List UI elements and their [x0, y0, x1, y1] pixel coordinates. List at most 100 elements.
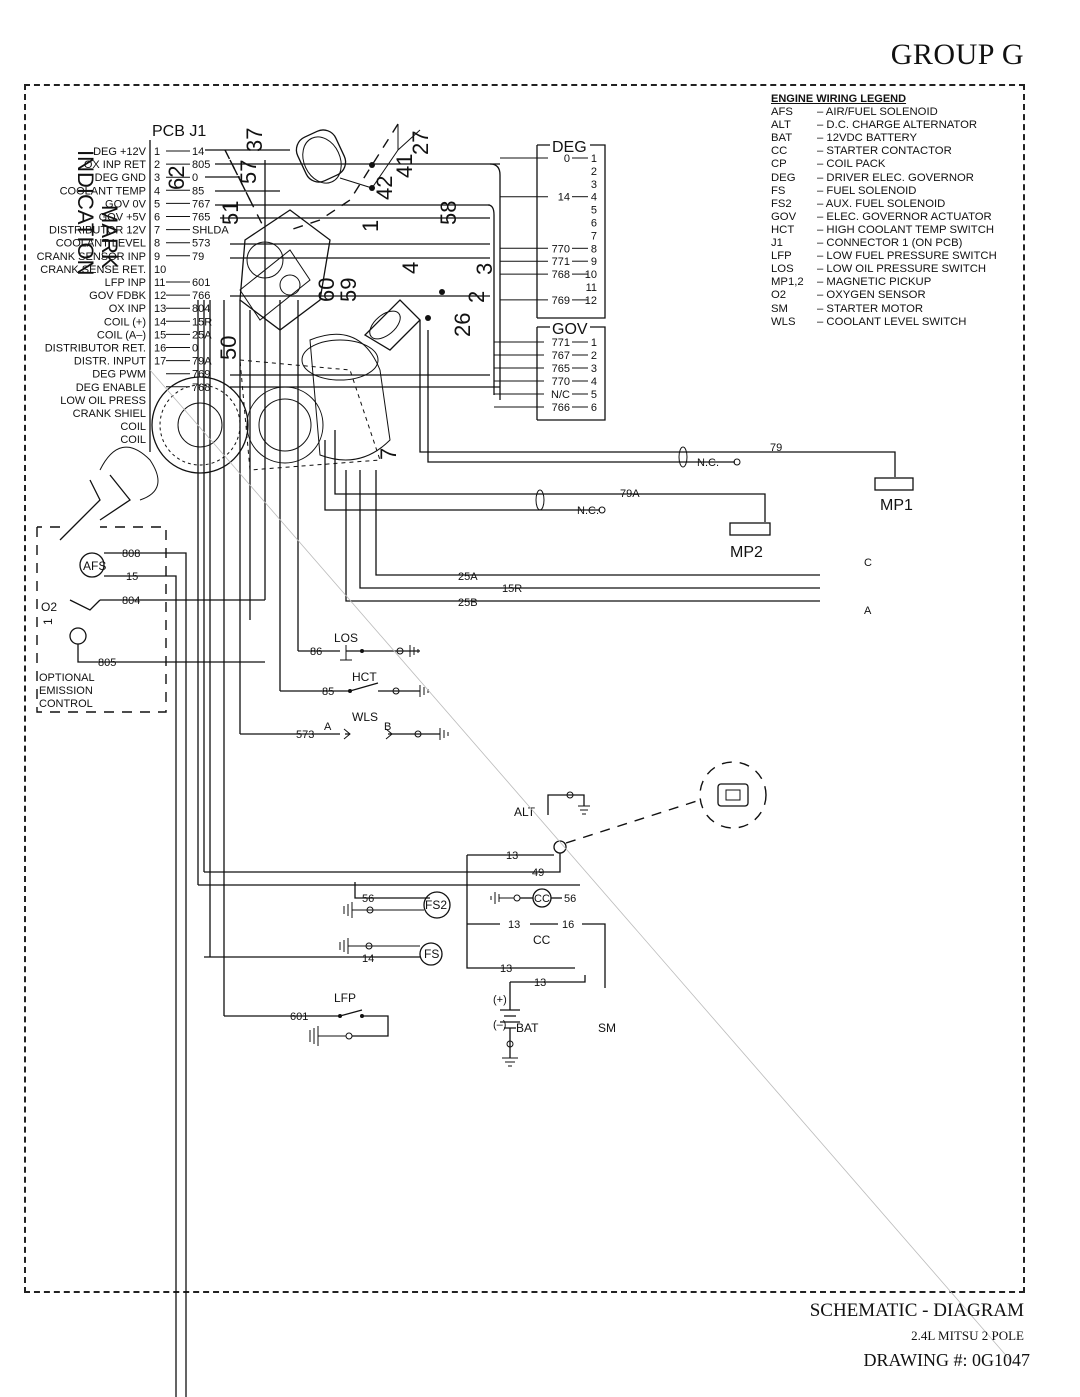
diagram-frame [24, 84, 1025, 1293]
pcb-pin-name: CRANK SHIEL [73, 408, 146, 420]
wire-805: 805 [98, 657, 116, 669]
wire-15: 15 [126, 571, 138, 583]
group-title: GROUP G [890, 38, 1024, 71]
gov-pin-number: 2 [591, 350, 597, 362]
wire-56-fs2: 56 [362, 893, 374, 905]
pcb-pin-name: GOV +5V [99, 212, 147, 224]
mp1-nc: N.C. [697, 457, 719, 469]
power-section: ALT 13 49 56 FS2 CC 56 13 16 CC FS 1 [198, 761, 767, 1067]
component-2: 2 [464, 291, 489, 303]
pcb-pin-number: 4 [154, 185, 160, 197]
pcb-pin-number: 17 [154, 356, 166, 368]
gov-pin-wire: 765 [552, 363, 570, 375]
legend-entry: O2– OXYGEN SENSOR [771, 289, 997, 302]
lfp-label: LFP [334, 991, 356, 1005]
deg-pin-number: 5 [591, 205, 597, 217]
wire-808: 808 [122, 548, 140, 560]
pcb-pin-wire-label: 85 [192, 185, 204, 197]
pcb-pin-number: 6 [154, 212, 160, 224]
legend-entry: J1– CONNECTOR 1 (ON PCB) [771, 237, 997, 250]
gov-pin-number: 5 [591, 389, 597, 401]
pcb-pin-name: DISTR. INPUT [74, 356, 146, 368]
pcb-pin-wire-label: 79A [192, 356, 212, 368]
component-59: 59 [336, 278, 361, 302]
pcb-pin-name: COIL (+) [104, 316, 146, 328]
emission-control: AFS O2 1 808 15 804 805 OPTIONAL EMISSIO… [36, 479, 265, 1397]
engine-illustration [99, 129, 421, 521]
component-26: 26 [450, 313, 475, 337]
legend-title: ENGINE WIRING LEGEND [771, 93, 907, 105]
pcb-pin-name: CRANK SENSOR INP [37, 251, 146, 263]
wire-13-sm: 13 [500, 963, 512, 975]
component-3: 3 [472, 263, 497, 275]
mp1-label: MP1 [880, 497, 913, 514]
legend-entry: SM– STARTER MOTOR [771, 303, 997, 316]
pcb-pin-name: DEG GND [95, 172, 146, 184]
sm-label: SM [598, 1021, 616, 1035]
bat-label: BAT [516, 1021, 539, 1035]
legend-description: – AIR/FUEL SOLENOID [817, 106, 938, 119]
legend-entry: HCT– HIGH COOLANT TEMP SWITCH [771, 224, 997, 237]
pcb-pin-number: 13 [154, 303, 166, 315]
mark-label: MARK [97, 205, 122, 269]
pcb-pin-number: 7 [154, 225, 160, 237]
legend-code: LFP [771, 250, 792, 263]
component-37: 37 [242, 128, 267, 152]
legend-description: – COOLANT LEVEL SWITCH [817, 315, 967, 328]
legend-code: HCT [771, 223, 795, 236]
legend-description: – COIL PACK [817, 158, 886, 171]
legend-description: – FUEL SOLENOID [817, 184, 917, 197]
pcb-pin-wire-label: 0 [192, 172, 198, 184]
legend-description: – OXYGEN SENSOR [817, 289, 926, 302]
gov-pin-number: 3 [591, 363, 597, 375]
deg-pin-number: 3 [591, 179, 597, 191]
legend-entry: CP– COIL PACK [771, 158, 997, 171]
pcb-pin-wire-label: 601 [192, 277, 210, 289]
wls-pin-b: B [384, 721, 391, 733]
pcb-pin-name: LOW OIL PRESS [60, 395, 146, 407]
alt-label: ALT [514, 805, 536, 819]
mp2-label: MP2 [730, 544, 763, 561]
legend-description: – 12VDC BATTERY [817, 132, 918, 145]
legend-code: GOV [771, 210, 797, 223]
pcb-pin-number: 14 [154, 316, 166, 328]
pcb-pin-name: COIL [120, 434, 146, 446]
footer-subtitle: 2.4L MITSU 2 POLE [911, 1328, 1024, 1343]
legend-entry: BAT– 12VDC BATTERY [771, 132, 997, 145]
wire-573: 573 [296, 729, 314, 741]
component-62: 62 [164, 166, 189, 190]
pcb-pin-name: GOV FDBK [89, 290, 147, 302]
legend-code: LOS [771, 263, 794, 276]
pcb-pin-name: COOLANT TEMP [60, 185, 146, 197]
pcb-pin-wire-label: 14 [192, 146, 204, 158]
pcb-pin-number: 16 [154, 343, 166, 355]
coil-terminal-a: A [864, 605, 872, 617]
legend-description: – ELEC. GOVERNOR ACTUATOR [817, 210, 992, 223]
legend-description: – STARTER CONTACTOR [817, 145, 952, 158]
legend-entry: WLS – COOLANT LEVEL SWITCH [771, 316, 997, 329]
deg-pin-number: 8 [591, 243, 597, 255]
component-60: 60 [314, 278, 339, 302]
pcb-pin-number: 5 [154, 198, 160, 210]
fs-label: FS [424, 947, 439, 961]
pcb-pin-name: LFP INP [105, 277, 146, 289]
sensor-switches: LOS 86 HCT 85 WLS 573 A B [240, 631, 449, 741]
legend-code: DEG [771, 171, 796, 184]
deg-pin-number: 12 [585, 295, 597, 307]
deg-pin-wire: 768 [552, 269, 570, 281]
pcb-pin-number: 12 [154, 290, 166, 302]
pcb-pin-wire-label: 804 [192, 303, 210, 315]
legend-description: – LOW OIL PRESSURE SWITCH [817, 263, 987, 276]
emission-line-3: CONTROL [39, 698, 93, 710]
engine-wiring-legend: ENGINE WIRING LEGEND AFS– AIR/FUEL SOLEN… [771, 93, 997, 329]
legend-code: WLS [771, 315, 796, 328]
pcb-wire-bundle [205, 149, 501, 400]
legend-entry: ALT– D.C. CHARGE ALTERNATOR [771, 119, 997, 132]
deg-pin-wire: 770 [552, 243, 570, 255]
pcb-title: PCB J1 [152, 123, 206, 140]
cc-node-label: CC [534, 893, 550, 905]
